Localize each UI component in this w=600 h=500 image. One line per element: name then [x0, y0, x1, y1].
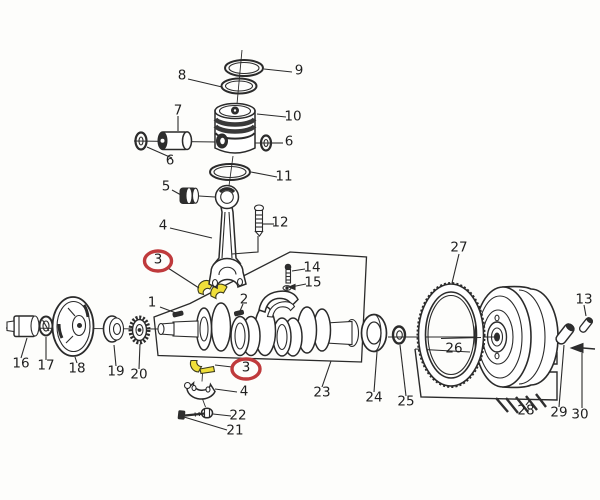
circlip-left [134, 131, 148, 151]
compression-ring-9 [224, 59, 264, 77]
connecting-rod-drawing [198, 184, 247, 290]
rod-bolt-12-drawing [253, 204, 265, 237]
piston-axis-line [236, 49, 243, 105]
small-end-bushing-drawing [179, 187, 200, 204]
rod-bolt-21-drawing [177, 410, 206, 420]
circlip-right [259, 134, 273, 152]
pulley-18 [51, 296, 95, 357]
rod-cap-drawing [183, 373, 216, 408]
dowel-pin-13 [578, 317, 594, 333]
collar-19 [102, 315, 125, 343]
piston-drawing [213, 102, 257, 154]
starter-dog-16 [6, 315, 40, 338]
piston-pin-drawing [157, 131, 193, 151]
red-circle-annotation-lower [230, 357, 262, 381]
woodruff-key-2 [233, 309, 245, 317]
washer-17 [38, 315, 54, 337]
crankcase-box [153, 251, 368, 363]
oil-ring-11 [209, 163, 251, 181]
bushing-25 [391, 325, 407, 345]
compression-ring-8 [220, 77, 258, 95]
rod-axis-line [228, 155, 234, 187]
gear-20 [128, 315, 151, 345]
red-circle-annotation-upper [142, 249, 174, 273]
direction-arrow-30 [569, 342, 596, 408]
bearing-bolt-drawing [284, 263, 292, 284]
dowel-pin-29 [555, 323, 575, 345]
oil-seal-24 [360, 313, 388, 353]
ring-gear-27 [416, 282, 486, 388]
bearing-shell-lower-highlight [189, 359, 216, 375]
leader-lines [20, 68, 587, 431]
crankshaft-drawing [157, 302, 360, 357]
main-bearing-cap-drawing [258, 290, 299, 318]
